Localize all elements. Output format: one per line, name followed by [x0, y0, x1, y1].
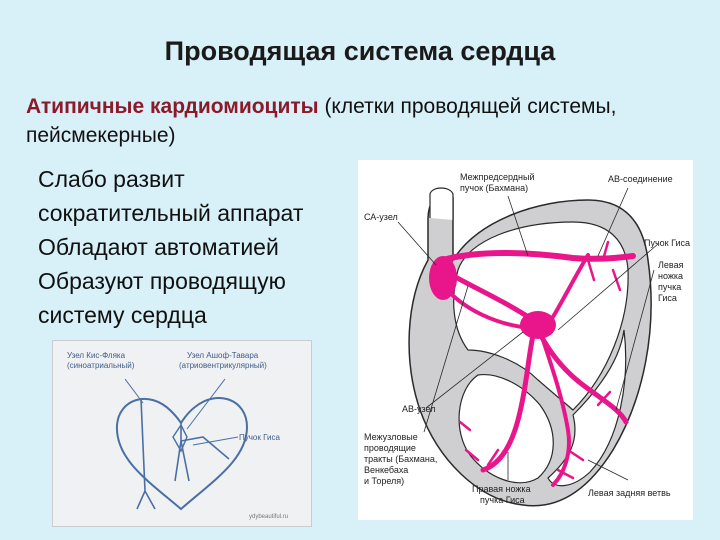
label-left-leg-1: Левая: [658, 260, 684, 270]
av-node-icon: [172, 423, 188, 453]
subtitle-rest: (клетки проводящей системы, пейсмекерные…: [26, 95, 617, 147]
label-sa-node: Узел Кис-Фляка: [67, 351, 126, 360]
bullet-line: сократительный аппарат: [38, 200, 304, 226]
label-left-posterior: Левая задняя ветвь: [588, 488, 671, 498]
label-bachmann-2: пучок (Бахмана): [460, 183, 529, 193]
label-av-node: АВ-узел: [402, 404, 436, 414]
label-internodal-4: Венкебаха: [364, 465, 409, 475]
label-left-leg-4: Гиса: [658, 293, 677, 303]
label-his-bundle: Пучок Гиса: [239, 433, 280, 442]
label-internodal-1: Межузловые: [364, 432, 418, 442]
label-pointers: [397, 187, 659, 481]
heart-outline-icon: [115, 397, 249, 511]
label-sa-node: СА-узел: [364, 212, 398, 222]
label-internodal-3: тракты (Бахмана,: [364, 454, 438, 464]
label-bachmann-1: Межпредсердный: [460, 172, 535, 182]
small-heart-diagram: Узел Кис-Фляка (синоатриальный) Узел Ашо…: [52, 340, 312, 527]
sa-node-icon: [429, 256, 457, 300]
slide-subtitle: Атипичные кардиомиоциты (клетки проводящ…: [26, 92, 696, 150]
label-av-junction: АВ-соединение: [608, 174, 673, 184]
bullet-list: Слабо развит сократительный аппарат Обла…: [38, 162, 368, 332]
label-left-leg-2: ножка: [658, 271, 684, 281]
label-internodal-2: проводящие: [364, 443, 416, 453]
credit-text: ydybeautiful.ru: [249, 514, 289, 520]
conduction-paths: [440, 240, 636, 487]
heart-drawing: [397, 187, 659, 507]
heart-conduction-diagram: Межпредсердный пучок (Бахмана) АВ-соедин…: [358, 160, 693, 520]
label-right-leg-1: Правая ножка: [472, 484, 531, 494]
label-av-node: Узел Ашоф-Тавара: [187, 351, 259, 360]
left-ventricle: [547, 329, 627, 487]
bullet-line: Обладают автоматией: [38, 234, 279, 260]
label-internodal-5: и Тореля): [364, 476, 405, 486]
bullet-line: Слабо развит: [38, 166, 185, 192]
bullet-line: Образуют проводящую: [38, 268, 286, 294]
bullet-line: систему сердца: [38, 302, 207, 328]
small-heart-drawing: [115, 378, 249, 511]
label-his-bundle: Пучок Гиса: [644, 238, 691, 248]
label-right-leg-2: пучка Гиса: [480, 495, 525, 505]
label-left-leg-3: пучка: [658, 282, 682, 292]
av-node-icon: [520, 311, 556, 339]
subtitle-bold: Атипичные кардиомиоциты: [26, 95, 319, 118]
slide-title: Проводящая система сердца: [164, 36, 556, 66]
right-ventricle: [458, 373, 554, 484]
label-sa-node-sub: (синоатриальный): [67, 361, 135, 370]
label-av-node-sub: (атриовентрикулярный): [179, 361, 267, 370]
